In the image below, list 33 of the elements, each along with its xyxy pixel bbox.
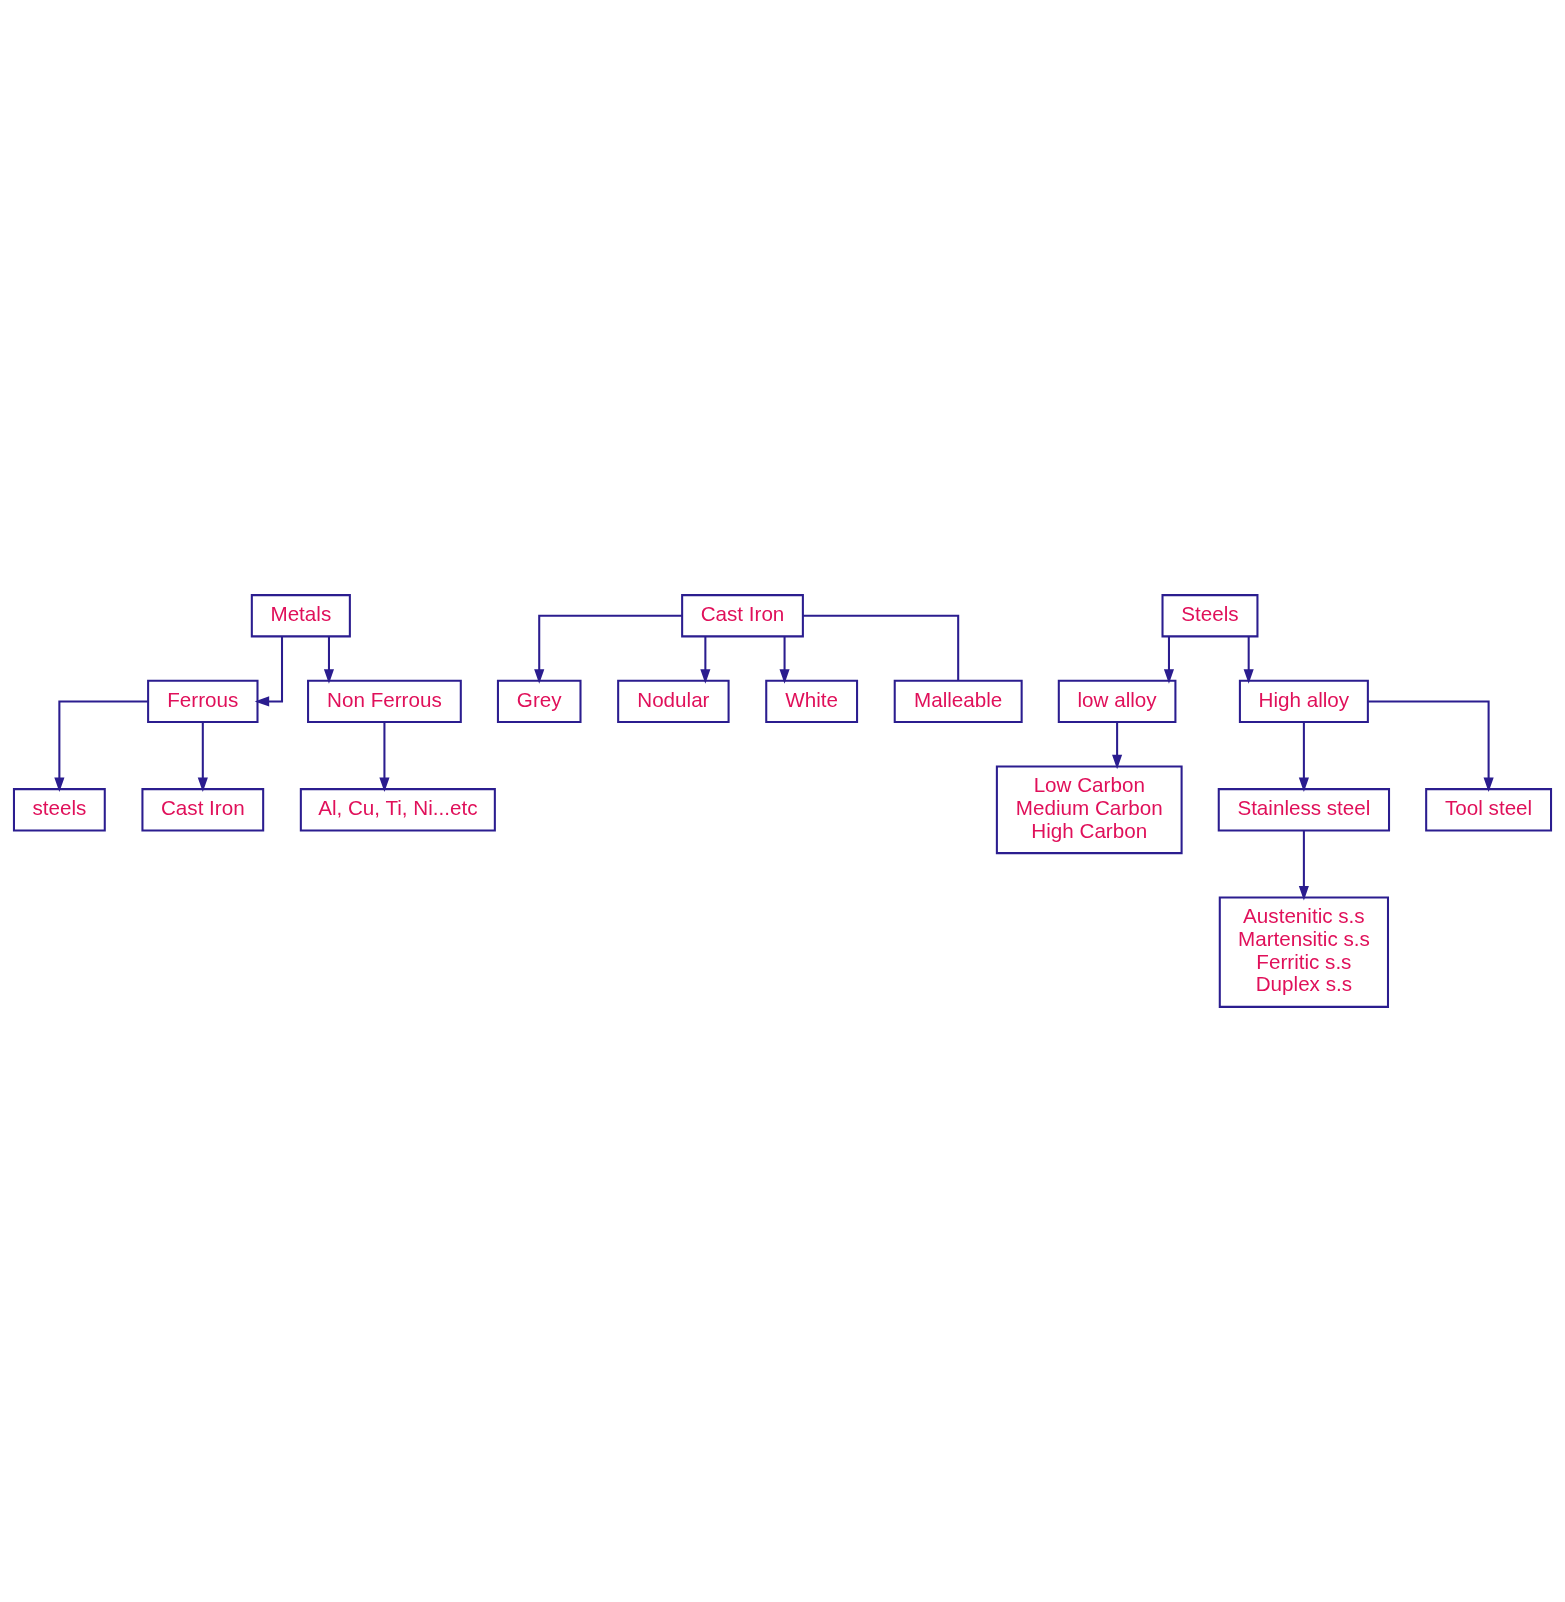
node-box: Low Carbon Medium Carbon High Carbon xyxy=(995,765,1183,855)
arrow xyxy=(1298,830,1309,901)
node-box: Stainless steel xyxy=(1217,788,1391,832)
arrow xyxy=(779,636,790,684)
node-box: Cast Iron xyxy=(141,788,265,832)
arrow xyxy=(254,636,284,707)
node-box: Steels xyxy=(1161,594,1259,638)
node-box: steels xyxy=(12,788,106,832)
arrow xyxy=(1367,700,1494,792)
node-box: White xyxy=(765,679,859,724)
arrow xyxy=(1243,636,1254,684)
node-box: Tool steel xyxy=(1425,788,1553,832)
arrow xyxy=(700,636,711,684)
node-box: Austenitic s.s Martensitic s.s Ferritic s.s Duplex s.s xyxy=(1218,896,1389,1008)
node-box: Non Ferrous xyxy=(307,679,462,724)
node-box: Grey xyxy=(496,679,582,724)
node-box: High alloy xyxy=(1238,679,1369,724)
node-box: Cast Iron xyxy=(681,594,804,638)
node-box: Metals xyxy=(250,594,351,638)
arrow xyxy=(197,722,208,793)
node-box: low alloy xyxy=(1057,679,1177,724)
node-box: Nodular xyxy=(617,679,730,724)
connector xyxy=(803,614,960,681)
arrow xyxy=(1298,722,1309,793)
arrow xyxy=(379,722,390,793)
node-box: Ferrous xyxy=(147,679,259,724)
arrow xyxy=(323,636,335,684)
arrow xyxy=(534,614,683,684)
arrow xyxy=(54,700,148,792)
node-box: Malleable xyxy=(893,679,1023,724)
arrow xyxy=(1163,636,1175,684)
node-box: Al, Cu, Ti, Ni...etc xyxy=(299,788,496,832)
arrow xyxy=(1112,722,1123,770)
